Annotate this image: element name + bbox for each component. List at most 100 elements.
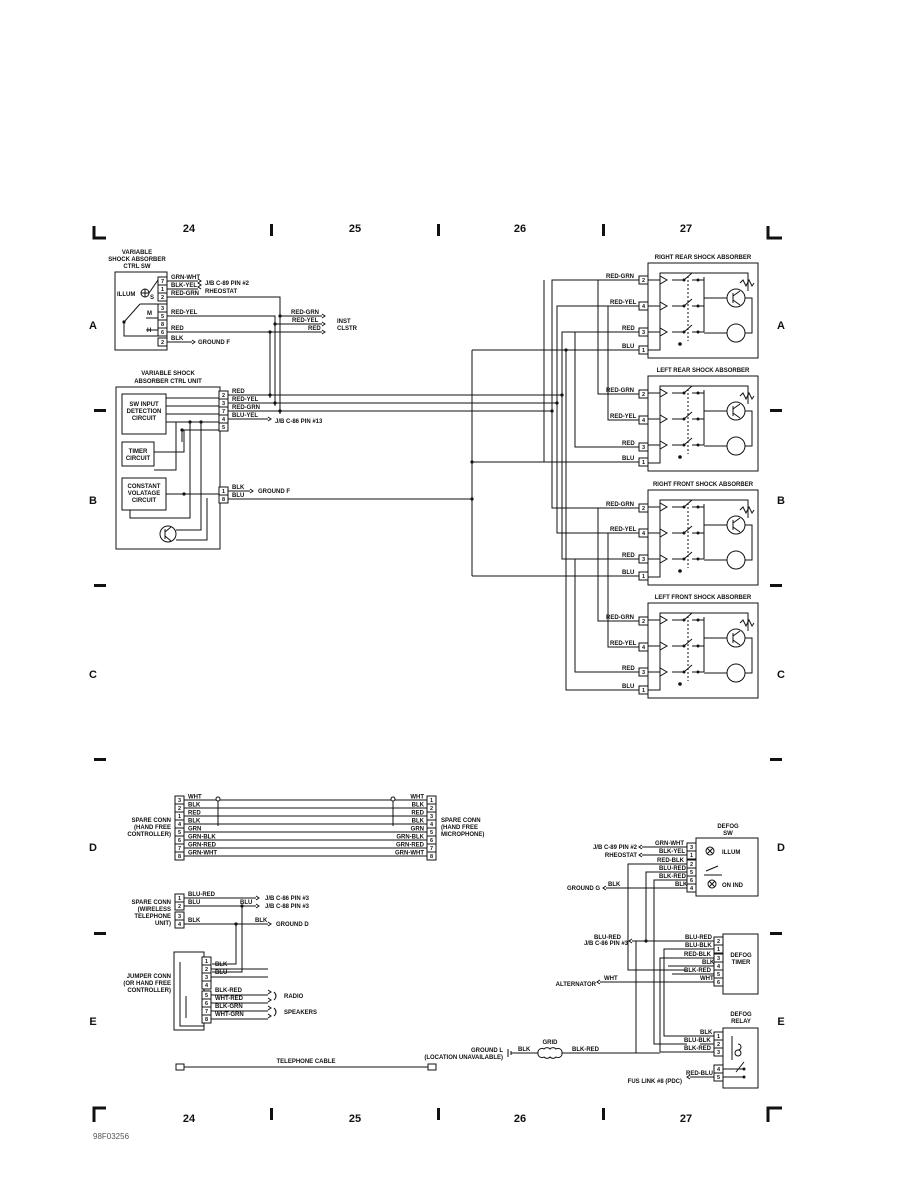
absorber-bus bbox=[228, 279, 648, 691]
column-label: 26 bbox=[514, 223, 526, 235]
svg-text:4: 4 bbox=[178, 922, 182, 928]
svg-text:(HAND FREE: (HAND FREE bbox=[134, 825, 171, 831]
svg-text:3: 3 bbox=[642, 445, 645, 451]
switch-position: H bbox=[147, 328, 151, 334]
absorber-mechanism bbox=[648, 499, 755, 578]
column-label: 26 bbox=[514, 1113, 526, 1125]
svg-text:BLK-YEL: BLK-YEL bbox=[171, 283, 197, 289]
svg-text:WHT-RED: WHT-RED bbox=[215, 996, 244, 1002]
switch-contact bbox=[123, 303, 158, 337]
diode-switch bbox=[648, 277, 705, 311]
wire-color: GRN-BLK bbox=[188, 835, 216, 841]
row-label: A bbox=[89, 320, 97, 332]
svg-text:8: 8 bbox=[161, 322, 164, 328]
spare-conn-microphone: SPARE CONN (HAND FREE CONTROLLER) SPARE … bbox=[127, 795, 484, 861]
pin-number: 8 bbox=[430, 854, 433, 860]
svg-text:CIRCUIT: CIRCUIT bbox=[132, 498, 157, 504]
pin-number: 6 bbox=[178, 838, 181, 844]
svg-text:3: 3 bbox=[642, 670, 645, 676]
wire-color: GRN bbox=[188, 827, 201, 833]
defog-switch: DEFOG SW ILLUM ON IND 3 1 2 5 6 4 GRN-WH… bbox=[567, 824, 759, 1045]
resistor-icon bbox=[739, 391, 755, 401]
svg-text:2: 2 bbox=[642, 619, 645, 625]
switch-position: S bbox=[150, 295, 154, 301]
svg-text:RED-BLK: RED-BLK bbox=[657, 858, 685, 864]
inst-clstr: RED-GRN RED-YEL RED INST CLSTR bbox=[270, 310, 358, 335]
motor-icon bbox=[726, 323, 746, 343]
svg-text:RED-YEL: RED-YEL bbox=[610, 641, 637, 647]
grid-heater-icon bbox=[537, 1047, 563, 1059]
svg-text:GRN-WHT: GRN-WHT bbox=[171, 275, 200, 281]
svg-text:RED-GRN: RED-GRN bbox=[606, 615, 634, 621]
ref-label: RADIO bbox=[284, 994, 304, 1000]
row-label: D bbox=[777, 842, 785, 854]
ref-label: GROUND D bbox=[276, 922, 309, 928]
tick-mark bbox=[270, 224, 273, 236]
pin-number: 8 bbox=[178, 854, 181, 860]
defog-relay: DEFOG RELAY 1 2 3 4 5 BLK BLU-BLK BLK-RE… bbox=[628, 941, 759, 1089]
svg-text:CIRCUIT: CIRCUIT bbox=[132, 416, 157, 422]
svg-text:3: 3 bbox=[717, 956, 720, 962]
jumper-conn: JUMPER CONN (OR HAND FREE CONTROLLER) 12… bbox=[123, 951, 317, 1031]
absorber-mechanism bbox=[648, 272, 755, 351]
svg-text:DEFOG: DEFOG bbox=[730, 953, 752, 959]
svg-text:TIMER: TIMER bbox=[129, 449, 148, 455]
rear-defogger-grid: GROUND L (LOCATION UNAVAILABLE) BLK BLK-… bbox=[424, 1040, 636, 1061]
svg-text:RED-BLK: RED-BLK bbox=[684, 952, 712, 958]
absorber-internals bbox=[648, 272, 755, 691]
svg-text:3: 3 bbox=[161, 306, 164, 312]
ref-label: RHEOSTAT bbox=[605, 853, 637, 859]
svg-text:6: 6 bbox=[717, 980, 720, 986]
svg-text:8: 8 bbox=[222, 497, 225, 503]
tick-mark bbox=[602, 224, 605, 236]
resistor-icon bbox=[739, 505, 755, 515]
svg-text:BLU: BLU bbox=[232, 493, 244, 499]
svg-text:WHT-GRN: WHT-GRN bbox=[215, 1012, 244, 1018]
motor-icon bbox=[726, 550, 746, 570]
absorber-return bbox=[648, 499, 749, 578]
svg-text:RED-GRN: RED-GRN bbox=[606, 274, 634, 280]
absorber-pins-lr: 2 4 3 1 RED-GRN RED-YEL RED BLU bbox=[606, 388, 649, 467]
contact-point bbox=[696, 644, 700, 648]
sw-input-block bbox=[121, 393, 167, 435]
pin-number: 1 bbox=[430, 798, 433, 804]
tick-mark bbox=[770, 584, 782, 587]
svg-text:TIMER: TIMER bbox=[732, 960, 751, 966]
row-label: A bbox=[777, 320, 785, 332]
svg-text:1: 1 bbox=[178, 896, 181, 902]
switch-title: VARIABLE bbox=[122, 250, 152, 256]
defog-timer: DEFOG TIMER 2 1 3 4 5 6 BLU-RED BLU-BLK … bbox=[556, 933, 759, 1052]
contact-point bbox=[696, 505, 700, 509]
row-label: E bbox=[777, 1016, 784, 1028]
illum-label: ILLUM bbox=[117, 292, 135, 298]
svg-text:(HAND FREE: (HAND FREE bbox=[441, 825, 478, 831]
pin-number: 7 bbox=[205, 1009, 208, 1015]
svg-text:2: 2 bbox=[222, 393, 225, 399]
switch-title: CTRL SW bbox=[123, 264, 151, 270]
diode-switch bbox=[648, 504, 705, 538]
svg-text:GROUND L: GROUND L bbox=[471, 1048, 503, 1054]
svg-text:RED-GRN: RED-GRN bbox=[606, 388, 634, 394]
svg-text:4: 4 bbox=[717, 1067, 721, 1073]
svg-text:JUMPER CONN: JUMPER CONN bbox=[127, 974, 171, 980]
svg-text:RELAY: RELAY bbox=[731, 1019, 751, 1025]
svg-text:3: 3 bbox=[717, 1050, 720, 1056]
unit-internal-wiring bbox=[129, 397, 219, 541]
row-label: C bbox=[777, 669, 785, 681]
svg-text:SPARE CONN: SPARE CONN bbox=[131, 900, 171, 906]
pin-number: 8 bbox=[205, 1017, 208, 1023]
svg-text:SPARE CONN: SPARE CONN bbox=[441, 818, 481, 824]
svg-text:BLU: BLU bbox=[622, 684, 634, 690]
column-label: 27 bbox=[680, 223, 692, 235]
svg-text:TELEPHONE: TELEPHONE bbox=[134, 914, 171, 920]
ref-label: J/B C-89 PIN #2 bbox=[593, 845, 638, 851]
diode-switch bbox=[648, 617, 705, 651]
svg-text:3: 3 bbox=[222, 401, 225, 407]
svg-text:3: 3 bbox=[178, 914, 181, 920]
wire-color: BLK bbox=[188, 803, 201, 809]
wire-color: GRN bbox=[411, 827, 424, 833]
